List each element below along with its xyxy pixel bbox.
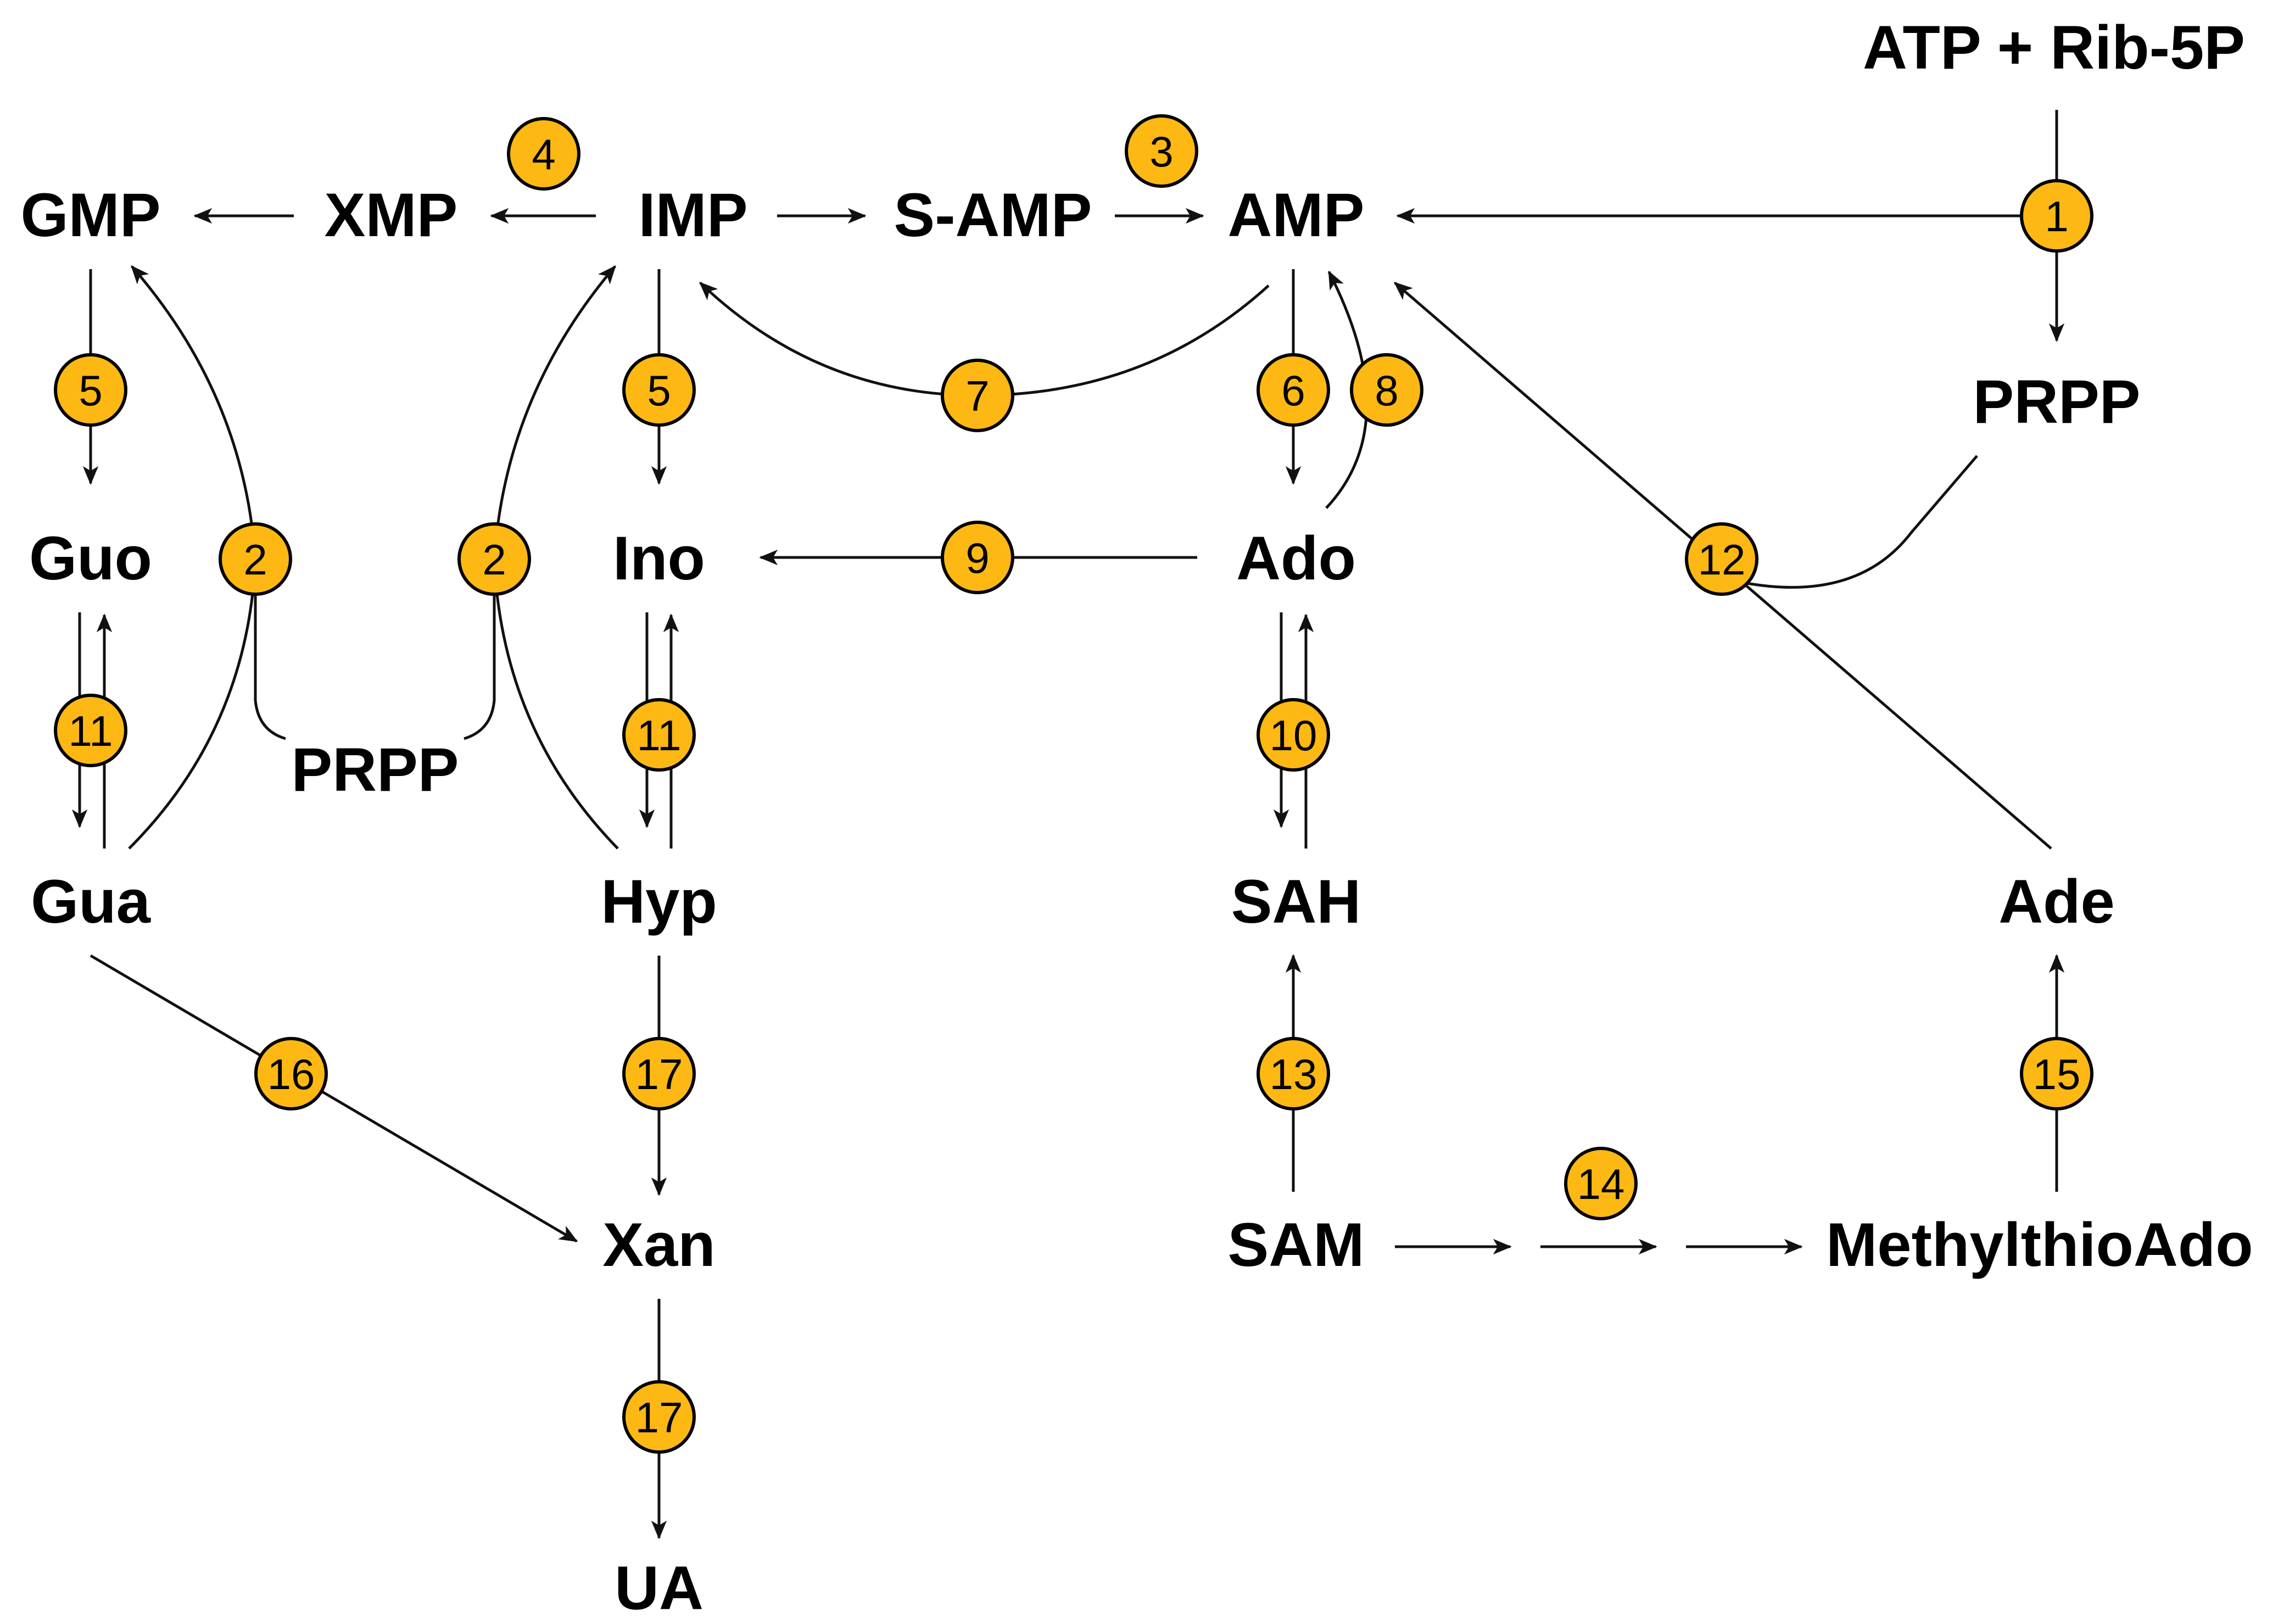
enzyme-17-upper: 17 <box>622 1037 696 1110</box>
label-imp: IMP <box>638 181 747 249</box>
enzyme-12-circle <box>1685 522 1758 596</box>
label-s-amp: S-AMP <box>894 181 1092 249</box>
label-xmp: XMP <box>325 181 458 249</box>
enzyme-2-left-circle <box>219 522 292 596</box>
enzyme-markers: 1 4 3 5 5 7 6 8 <box>54 114 2093 1454</box>
enzyme-16-number: 16 <box>267 1050 315 1098</box>
enzyme-13: 13 <box>1257 1037 1330 1110</box>
label-ua: UA <box>615 1554 703 1622</box>
enzyme-14-number: 14 <box>1577 1160 1625 1208</box>
enzyme-10: 10 <box>1257 698 1330 772</box>
enzyme-14-circle <box>1564 1147 1638 1220</box>
enzyme-13-circle <box>1257 1037 1330 1110</box>
enzyme-16-circle <box>254 1037 328 1110</box>
enzyme-12: 12 <box>1685 522 1758 596</box>
connector-lines <box>71 110 2065 1539</box>
label-atp-rib5p: ATP + Rib-5P <box>1863 13 2245 82</box>
label-ino: Ino <box>613 524 705 593</box>
label-ado: Ado <box>1236 524 1356 593</box>
label-gmp: GMP <box>20 181 160 249</box>
line-prpp-to-2-right <box>464 574 496 740</box>
enzyme-6-number: 6 <box>1281 366 1305 415</box>
enzyme-13-number: 13 <box>1270 1050 1317 1098</box>
enzyme-11-left-circle <box>54 694 127 767</box>
enzyme-2-right-circle <box>457 522 531 596</box>
enzyme-2-right-number: 2 <box>482 535 506 584</box>
enzyme-17-lower: 17 <box>622 1380 696 1454</box>
enzyme-5-left: 5 <box>54 353 127 427</box>
enzyme-1-number: 1 <box>2045 192 2068 241</box>
enzyme-7: 7 <box>941 359 1014 432</box>
enzyme-7-number: 7 <box>965 372 989 420</box>
label-ade: Ade <box>1998 867 2115 936</box>
enzyme-9-number: 9 <box>965 534 989 582</box>
line-gua-to-xan <box>90 954 578 1243</box>
label-hyp: Hyp <box>601 867 717 936</box>
label-prpp-right: PRPP <box>1973 367 2141 436</box>
enzyme-8: 8 <box>1350 353 1423 427</box>
label-methylthioado: MethylthioAdo <box>1826 1210 2253 1279</box>
enzyme-3-circle <box>1125 114 1198 188</box>
enzyme-17-lower-circle <box>622 1380 696 1454</box>
enzyme-10-circle <box>1257 698 1330 772</box>
enzyme-11-left-number: 11 <box>69 707 113 755</box>
enzyme-6-circle <box>1257 353 1330 427</box>
enzyme-17-lower-number: 17 <box>635 1393 683 1442</box>
enzyme-4-number: 4 <box>532 130 555 178</box>
enzyme-2-left: 2 <box>219 522 292 596</box>
enzyme-15-number: 15 <box>2033 1050 2081 1098</box>
enzyme-12-number: 12 <box>1698 535 1746 584</box>
enzyme-4-circle <box>507 117 580 191</box>
enzyme-7-circle <box>941 359 1014 432</box>
enzyme-1: 1 <box>2020 179 2093 253</box>
enzyme-1-circle <box>2020 179 2093 253</box>
label-sam: SAM <box>1228 1210 1365 1279</box>
line-prpp-to-2-left <box>254 574 286 740</box>
enzyme-5-right-circle <box>622 353 696 427</box>
enzyme-14: 14 <box>1564 1147 1638 1220</box>
label-amp: AMP <box>1228 181 1365 249</box>
enzyme-9: 9 <box>941 521 1014 594</box>
enzyme-11-right-number: 11 <box>637 711 682 760</box>
enzyme-5-right: 5 <box>622 353 696 427</box>
label-guo: Guo <box>29 524 152 593</box>
label-sah: SAH <box>1231 867 1361 936</box>
enzyme-6: 6 <box>1257 353 1330 427</box>
label-prpp-mid: PRPP <box>292 735 459 804</box>
enzyme-11-right: 11 <box>622 698 696 772</box>
label-gua: Gua <box>31 867 151 936</box>
enzyme-17-upper-number: 17 <box>635 1050 683 1098</box>
enzyme-5-left-number: 5 <box>79 366 102 415</box>
metabolite-labels: ATP + Rib-5P GMP XMP IMP S-AMP AMP PRPP … <box>20 13 2253 1622</box>
line-prpp-to-12 <box>1740 455 1978 589</box>
enzyme-2-left-number: 2 <box>243 535 267 584</box>
enzyme-16: 16 <box>254 1037 328 1110</box>
enzyme-3: 3 <box>1125 114 1198 188</box>
enzyme-11-left: 11 <box>54 694 127 767</box>
enzyme-11-right-circle <box>622 698 696 772</box>
enzyme-17-upper-circle <box>622 1037 696 1110</box>
enzyme-15: 15 <box>2020 1037 2093 1110</box>
enzyme-4: 4 <box>507 117 580 191</box>
enzyme-8-circle <box>1350 353 1423 427</box>
enzyme-10-number: 10 <box>1270 711 1317 760</box>
enzyme-5-left-circle <box>54 353 127 427</box>
enzyme-3-number: 3 <box>1149 127 1173 176</box>
enzyme-2-right: 2 <box>457 522 531 596</box>
enzyme-5-right-number: 5 <box>647 366 671 415</box>
enzyme-8-number: 8 <box>1375 366 1398 415</box>
enzyme-9-circle <box>941 521 1014 594</box>
enzyme-15-circle <box>2020 1037 2093 1110</box>
label-xan: Xan <box>602 1210 715 1279</box>
